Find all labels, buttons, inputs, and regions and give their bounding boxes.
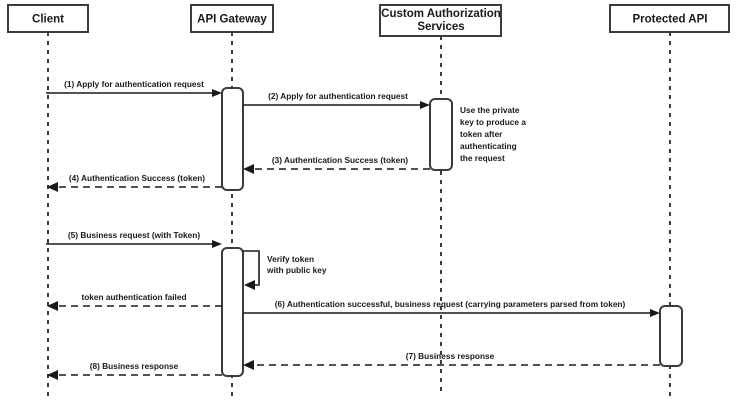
message-8-business-response: (8) Business response — [47, 361, 222, 380]
message-7-label: (7) Business response — [406, 351, 495, 361]
message-self-verify-label-line1: Verify token — [267, 254, 314, 264]
participant-box-protected-api[interactable] — [609, 4, 730, 33]
message-token-failed-label: token authentication failed — [81, 292, 186, 302]
message-token-failed-arrowhead — [47, 301, 58, 311]
message-7-business-response: (7) Business response — [243, 351, 660, 370]
message-4-label: (4) Authentication Success (token) — [69, 173, 205, 183]
activation-protected-api — [659, 305, 683, 367]
participant-box-custom-auth[interactable] — [379, 4, 502, 37]
participant-client[interactable]: Client — [7, 4, 89, 33]
message-self-verify-token: Verify token with public key — [243, 250, 327, 290]
message-4-authentication-success-token: (4) Authentication Success (token) — [47, 173, 222, 192]
message-6-arrowhead — [650, 309, 660, 317]
participant-protected-api[interactable]: Protected API — [609, 4, 730, 33]
activation-api-gateway-auth — [221, 87, 244, 191]
participant-box-client[interactable] — [7, 4, 89, 33]
note-private-key-line-4: authenticating — [460, 141, 517, 151]
message-2-label: (2) Apply for authentication request — [268, 91, 408, 101]
participant-custom-auth[interactable]: Custom Authorization Services — [379, 4, 502, 37]
message-1-arrowhead — [212, 89, 222, 97]
message-7-arrowhead — [243, 360, 254, 370]
note-private-key-line-2: key to produce a — [460, 117, 526, 127]
activation-custom-auth — [429, 98, 453, 171]
message-2-apply-for-authentication-request: (2) Apply for authentication request — [243, 91, 430, 109]
activation-api-gateway-business — [221, 247, 244, 377]
message-3-authentication-success-token: (3) Authentication Success (token) — [243, 155, 430, 174]
message-2-arrowhead — [420, 101, 430, 109]
message-4-arrowhead — [47, 182, 58, 192]
message-token-authentication-failed: token authentication failed — [47, 292, 222, 311]
note-private-key-line-1: Use the private — [460, 105, 520, 115]
note-private-key-line-3: token after — [460, 129, 503, 139]
participant-label-client: Client — [32, 14, 64, 26]
message-5-label: (5) Business request (with Token) — [68, 230, 200, 240]
message-self-verify-arrowhead — [244, 280, 255, 290]
message-5-business-request-with-token: (5) Business request (with Token) — [46, 230, 222, 248]
message-6-authentication-successful-business-request: (6) Authentication successful, business … — [243, 299, 660, 317]
message-6-label: (6) Authentication successful, business … — [275, 299, 626, 309]
message-self-verify-path — [243, 250, 260, 286]
message-1-apply-for-authentication-request: (1) Apply for authentication request — [46, 79, 222, 97]
activation-bars — [221, 87, 683, 377]
participant-label-api-gateway: API Gateway — [197, 14, 267, 26]
participant-box-api-gateway[interactable] — [190, 4, 274, 33]
note-private-key-line-5: the request — [460, 153, 505, 163]
message-3-arrowhead — [243, 164, 254, 174]
note-private-key: Use the private key to produce a token a… — [460, 105, 526, 163]
message-8-arrowhead — [47, 370, 58, 380]
message-3-label: (3) Authentication Success (token) — [272, 155, 408, 165]
lifelines — [47, 32, 671, 396]
participant-label-protected-api: Protected API — [633, 14, 708, 26]
message-5-arrowhead — [212, 240, 222, 248]
participant-api-gateway[interactable]: API Gateway — [190, 4, 274, 33]
message-8-label: (8) Business response — [90, 361, 179, 371]
message-1-label: (1) Apply for authentication request — [64, 79, 204, 89]
message-self-verify-label-line2: with public key — [266, 265, 327, 275]
participant-label-custom-auth-line1: Custom Authorization — [381, 8, 501, 20]
participant-label-custom-auth-line2: Services — [417, 21, 464, 33]
